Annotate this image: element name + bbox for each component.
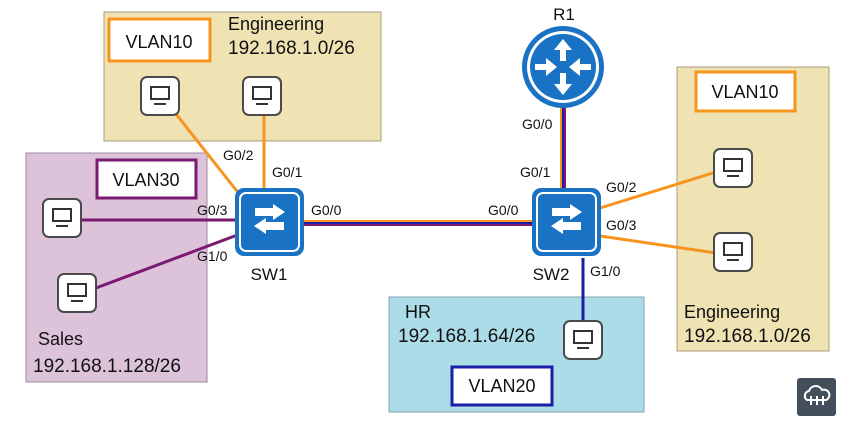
vlan10-right-label: VLAN10 [711, 82, 778, 102]
sw2-port-g0-0: G0/0 [488, 202, 519, 218]
hr-subnet: 192.168.1.64/26 [398, 326, 535, 347]
link-sw1-sales-pc2 [95, 232, 241, 290]
pc-icon [42, 198, 82, 238]
sw1-port-g0-0: G0/0 [311, 202, 342, 218]
sw1-port-g0-3: G0/3 [197, 202, 228, 218]
sales-subnet: 192.168.1.128/26 [33, 356, 181, 377]
sw2-port-g0-2: G0/2 [606, 179, 637, 195]
router-name: R1 [553, 5, 575, 24]
switch-icon [532, 188, 601, 256]
eng-right-subnet: 192.168.1.0/26 [684, 326, 811, 347]
sw2-port-g1-0: G1/0 [590, 263, 621, 279]
sw1-port-g0-1: G0/1 [272, 164, 303, 180]
pc-icon [563, 320, 603, 360]
vlan10-left-box [107, 17, 212, 63]
vlan10-right-box [694, 70, 797, 113]
sw2-port-g0-1: G0/1 [520, 164, 551, 180]
sw1-port-g0-2: G0/2 [223, 147, 254, 163]
eng-left-subnet: 192.168.1.0/26 [228, 38, 355, 59]
pc-icon [713, 148, 753, 188]
vlan10-left-label: VLAN10 [125, 32, 192, 52]
router-port-label: G0/0 [522, 116, 553, 132]
eng-right-name: Engineering [684, 302, 780, 322]
link-sw1-eng-pc1 [174, 113, 242, 196]
labels: VLAN10 Engineering 192.168.1.0/26 VLAN30… [33, 5, 811, 396]
pc-icon [140, 76, 180, 116]
engineering-right-zone [676, 66, 830, 352]
vlan20-label: VLAN20 [468, 376, 535, 396]
sw1-port-g1-0: G1/0 [197, 248, 228, 264]
pc-icon [713, 232, 753, 272]
links [81, 107, 717, 322]
sw2-port-g0-3: G0/3 [606, 217, 637, 233]
sw1-name: SW1 [251, 265, 288, 284]
sw2-name: SW2 [533, 265, 570, 284]
vlan30-box [95, 158, 198, 200]
pc-icon [57, 273, 97, 313]
hr-name: HR [405, 302, 431, 322]
router-icon [522, 26, 604, 108]
eng-left-name: Engineering [228, 14, 324, 34]
link-sw2-eng-pc1 [599, 170, 717, 210]
pc-icon [242, 76, 282, 116]
switch-icon [235, 188, 304, 256]
vlan20-box [450, 365, 554, 407]
vlan30-label: VLAN30 [112, 170, 179, 190]
cloud-network-logo-icon [797, 378, 836, 416]
link-sw2-eng-pc2 [599, 234, 717, 255]
sales-name: Sales [38, 329, 83, 349]
